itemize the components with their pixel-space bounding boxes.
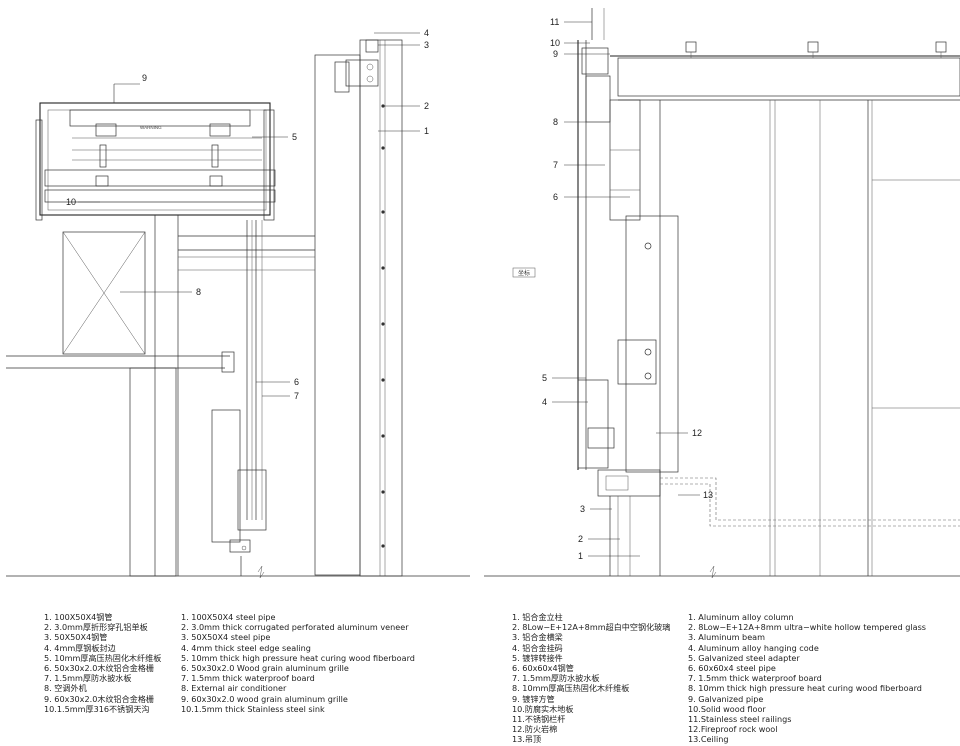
right-detail xyxy=(484,8,960,579)
legend-item: 6. 50x30x2.0 Wood grain aluminum grille xyxy=(181,663,349,674)
legend-item: 8. 空调外机 xyxy=(44,683,87,694)
callout-13: 13 xyxy=(703,490,713,500)
legend-item: 6. 60x60x4 steel pipe xyxy=(688,663,776,674)
right-leaders xyxy=(552,21,700,557)
legend-item: 8. 10mm厚高压热固化木纤维板 xyxy=(512,683,630,694)
legend-item: 12.Fireproof rock wool xyxy=(688,724,778,735)
callout-11: 11 xyxy=(550,17,559,27)
legend-item: 5. 10mm厚高压热固化木纤维板 xyxy=(44,652,162,663)
legend-item: 11.不锈钢栏杆 xyxy=(512,714,566,725)
legend-item: 8. 10mm thick high pressure heat curing … xyxy=(688,683,922,694)
legend-item: 6. 60x60x4钢管 xyxy=(512,663,574,674)
legend-item: 7. 1.5mm thick waterproof board xyxy=(181,673,315,684)
callout-7: 7 xyxy=(553,160,558,170)
legend-right-chinese: 1. 铝合金立柱 2. 8Low−E+12A+8mm超白中空钢化玻璃 3. 铝合… xyxy=(512,612,670,745)
callout-6: 6 xyxy=(553,192,558,202)
legend-item: 9. 60x30x2.0 wood grain aluminum grille xyxy=(181,693,348,704)
legend-item: 10.1.5mm厚316不锈钢天沟 xyxy=(44,703,150,714)
legend-item: 9. 60x30x2.0木纹铝合金格栅 xyxy=(44,693,155,704)
legend-item: 9. 镀锌方管 xyxy=(512,693,555,704)
right-callout-labels: 11 10 9 8 7 6 5 4 12 13 3 2 1 xyxy=(542,17,713,561)
legend-item: 4. Aluminum alloy hanging code xyxy=(688,642,819,653)
legend-item: 10.1.5mm thick Stainless steel sink xyxy=(181,703,325,714)
legend-item: 5. 镀锌转接件 xyxy=(512,652,563,663)
legend-item: 1. 铝合金立柱 xyxy=(512,612,563,622)
legend-left-english: 1. 100X50X4 steel pipe 2. 3.0mm thick co… xyxy=(181,612,415,714)
legend-item: 3. Aluminum beam xyxy=(688,632,766,643)
legend-item: 2. 8Low−E+12A+8mm ultra−white hollow tem… xyxy=(688,622,927,633)
grille-profiles xyxy=(95,123,231,187)
legend-item: 7. 1.5mm thick waterproof board xyxy=(688,673,822,684)
legend-item: 7. 1.5mm厚防水披水板 xyxy=(512,673,600,684)
callout-7: 7 xyxy=(294,391,299,401)
callout-3: 3 xyxy=(580,504,585,514)
legend-item: 10.防腐实木地板 xyxy=(512,703,574,714)
legend-item: 8. External air conditioner xyxy=(181,683,287,694)
section-drawing: WARNING xyxy=(6,8,960,579)
legend-item: 3. 50X50X4 steel pipe xyxy=(181,632,271,643)
legend-item: 1. 100X50X4钢管 xyxy=(44,612,113,622)
legend-item: 5. Galvanized steel adapter xyxy=(688,652,800,663)
legend-item: 7. 1.5mm厚防水披水板 xyxy=(44,673,132,684)
legend-item: 13.吊顶 xyxy=(512,734,542,745)
legend-item: 1. Aluminum alloy column xyxy=(688,612,794,622)
callout-5: 5 xyxy=(292,132,297,142)
legend-item: 13.Ceiling xyxy=(688,734,729,745)
callout-2: 2 xyxy=(578,534,583,544)
legend-item: 3. 铝合金横梁 xyxy=(512,632,563,643)
callout-9: 9 xyxy=(142,73,147,83)
legend-item: 2. 3.0mm thick corrugated perforated alu… xyxy=(181,622,409,633)
left-detail: WARNING xyxy=(6,39,470,579)
drawing-tag: 坐标 xyxy=(518,269,530,277)
legend-item: 3. 50X50X4钢管 xyxy=(44,632,108,643)
callout-10: 10 xyxy=(550,38,560,48)
callout-8: 8 xyxy=(553,117,558,127)
legend-right-english: 1. Aluminum alloy column 2. 8Low−E+12A+8… xyxy=(688,612,926,745)
legend-item: 2. 8Low−E+12A+8mm超白中空钢化玻璃 xyxy=(512,622,671,633)
callout-6: 6 xyxy=(294,377,299,387)
legend-item: 9. Galvanized pipe xyxy=(688,693,764,704)
legend-item: 5. 10mm thick high pressure heat curing … xyxy=(181,652,415,663)
legend-item: 10.Solid wood floor xyxy=(688,703,766,714)
legend-item: 2. 3.0mm厚折形穿孔铝单板 xyxy=(44,622,148,633)
left-callout-labels: 9 10 5 8 6 7 4 3 2 1 xyxy=(66,28,429,401)
callout-2: 2 xyxy=(424,101,429,111)
callout-12: 12 xyxy=(692,428,702,438)
legend-item: 12.防火岩棉 xyxy=(512,724,558,735)
callout-4: 4 xyxy=(542,397,547,407)
callout-1: 1 xyxy=(578,551,583,561)
legend-left-chinese: 1. 100X50X4钢管 2. 3.0mm厚折形穿孔铝单板 3. 50X50X… xyxy=(44,612,161,714)
callout-1: 1 xyxy=(424,126,429,136)
callout-3: 3 xyxy=(424,40,429,50)
legend-item: 6. 50x30x2.0木纹铝合金格栅 xyxy=(44,663,155,674)
wall-anchor-dots xyxy=(381,104,385,548)
legend-item: 11.Stainless steel railings xyxy=(688,714,792,725)
callout-10: 10 xyxy=(66,197,76,207)
callout-5: 5 xyxy=(542,373,547,383)
callout-8: 8 xyxy=(196,287,201,297)
ceiling-hangers xyxy=(685,41,947,58)
svg-text:WARNING: WARNING xyxy=(140,125,162,130)
legend-item: 1. 100X50X4 steel pipe xyxy=(181,612,276,622)
legend-item: 4. 4mm厚钢板封边 xyxy=(44,642,116,653)
callout-9: 9 xyxy=(553,49,558,59)
legend-item: 4. 铝合金挂码 xyxy=(512,642,563,653)
left-leaders xyxy=(78,32,420,397)
legend-item: 4. 4mm thick steel edge sealing xyxy=(181,642,311,653)
callout-4: 4 xyxy=(424,28,429,38)
